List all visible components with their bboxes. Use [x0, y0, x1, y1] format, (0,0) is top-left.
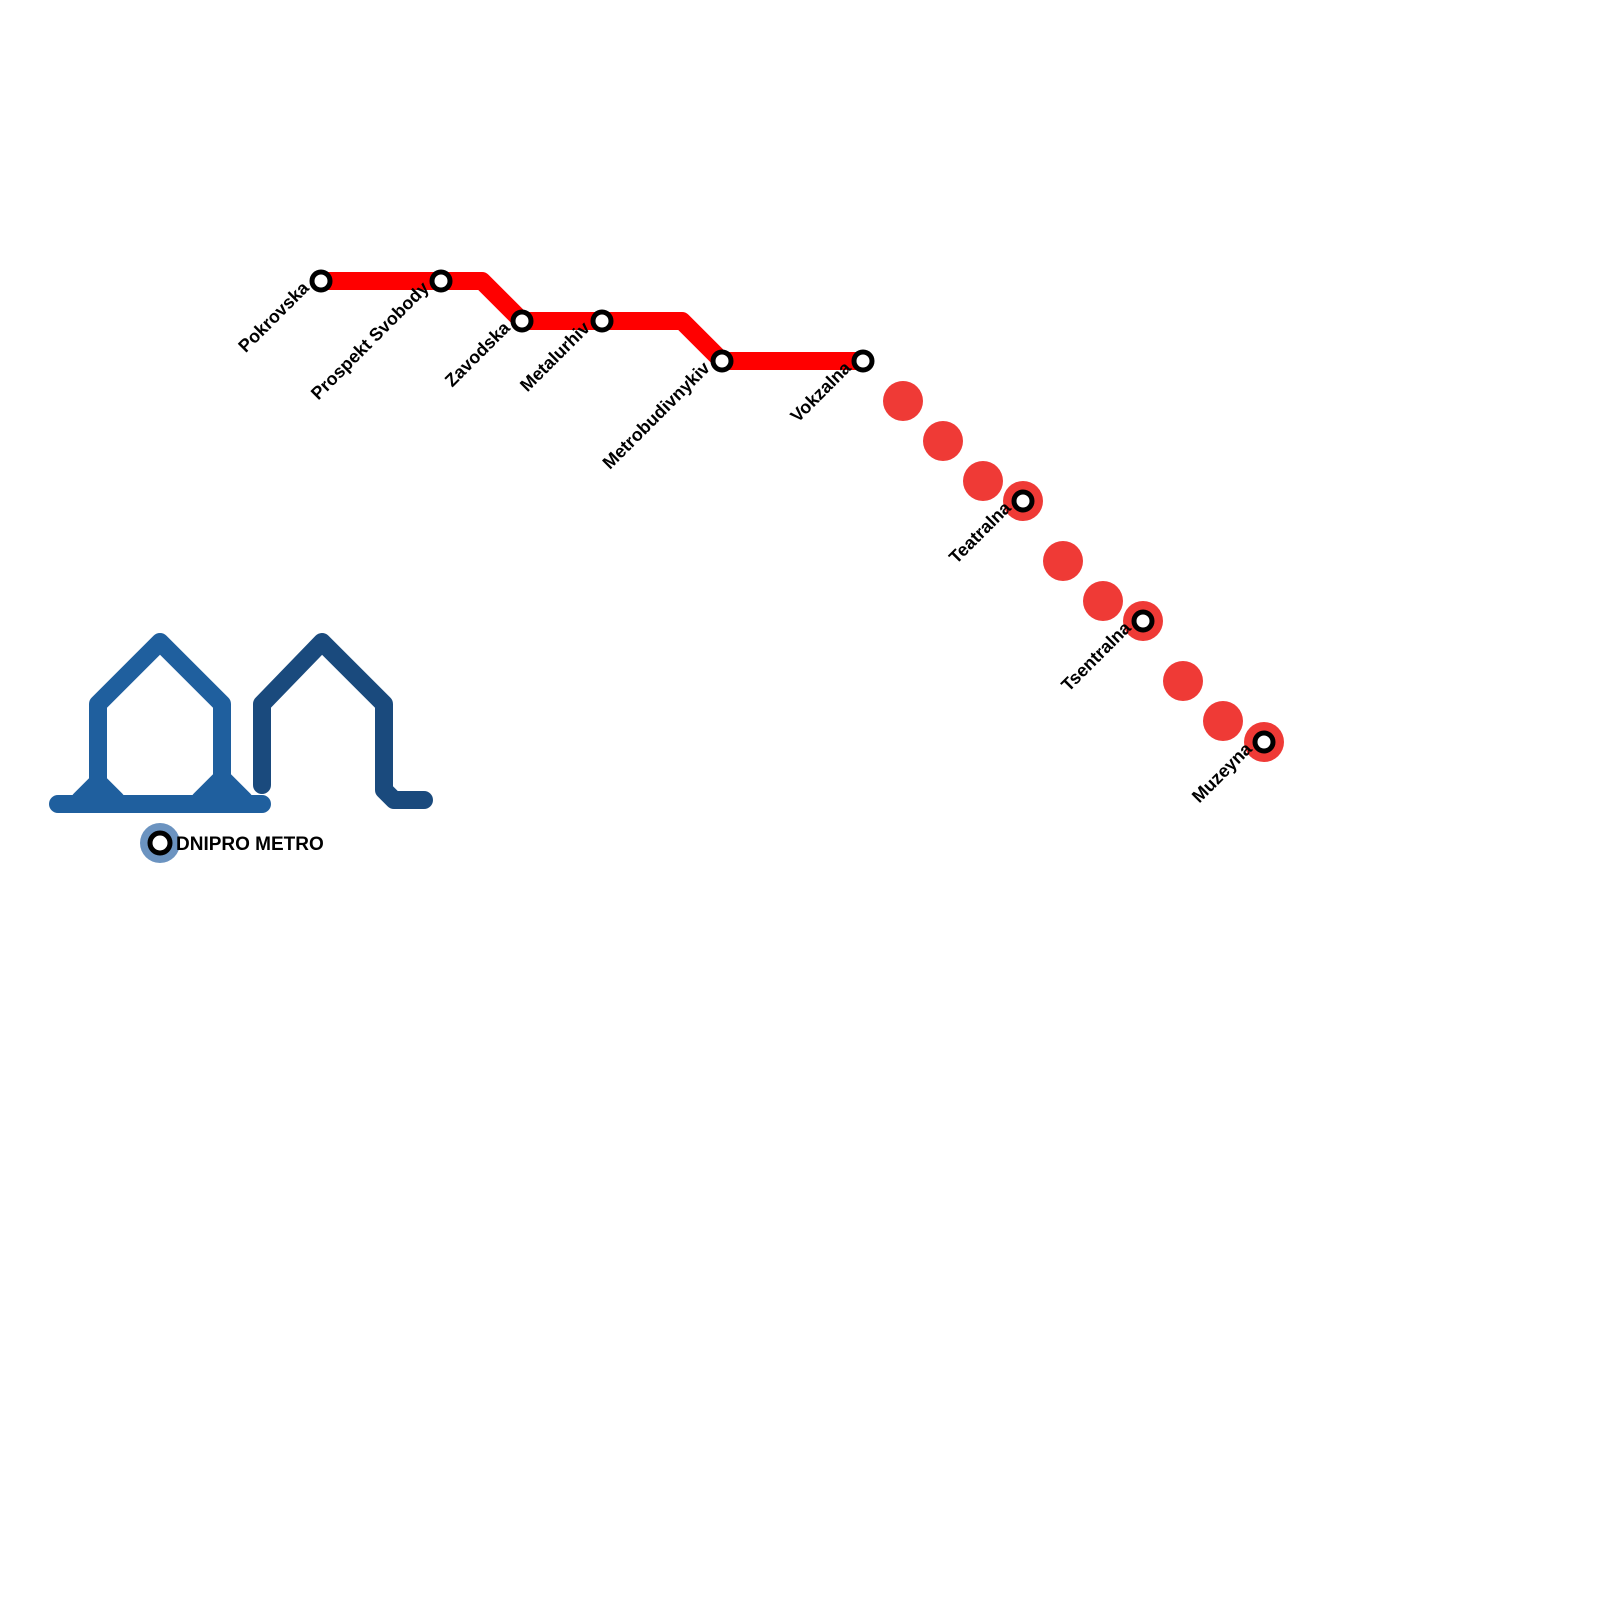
planned-extension [883, 381, 1243, 741]
logo-right-arch [253, 633, 433, 809]
logo-station-marker-icon[interactable] [147, 830, 173, 856]
station-marker-icon [1252, 730, 1276, 754]
map-title: DNIPRO METRO [176, 834, 324, 855]
station-marker-icon [590, 309, 614, 333]
station-label: Pokrovska [234, 277, 313, 356]
planned-segment-dot-icon [1203, 701, 1243, 741]
station-metrobudivnykiv[interactable]: Metrobudivnykiv [599, 349, 734, 473]
station-label: Prospekt Svobody [307, 278, 433, 404]
station-marker-icon [710, 349, 734, 373]
planned-segment-dot-icon [923, 421, 963, 461]
station-marker-icon [1011, 489, 1035, 513]
planned-segment-dot-icon [1083, 581, 1123, 621]
station-label: Teatralna [945, 497, 1015, 567]
station-marker-icon [1131, 609, 1155, 633]
station-label: Tsentralna [1057, 617, 1135, 695]
station-marker-icon [510, 309, 534, 333]
station-label: Zavodska [441, 317, 515, 391]
planned-segment-dot-icon [1043, 541, 1083, 581]
station-marker-icon [429, 269, 453, 293]
station-label: Muzeyna [1188, 738, 1257, 807]
planned-segment-dot-icon [883, 381, 923, 421]
planned-segment-dot-icon [1163, 661, 1203, 701]
station-marker-icon [309, 269, 333, 293]
logo-left-arch [49, 633, 271, 813]
station-pokrovska[interactable]: Pokrovska [234, 269, 333, 356]
planned-segment-dot-icon [963, 461, 1003, 501]
station-prospekt-svobody[interactable]: Prospekt Svobody [307, 269, 453, 404]
station-label: Metrobudivnykiv [599, 358, 714, 473]
dnipro-metro-logo-icon: DNIPRO METRO [49, 633, 433, 863]
station-marker-icon [851, 349, 875, 373]
